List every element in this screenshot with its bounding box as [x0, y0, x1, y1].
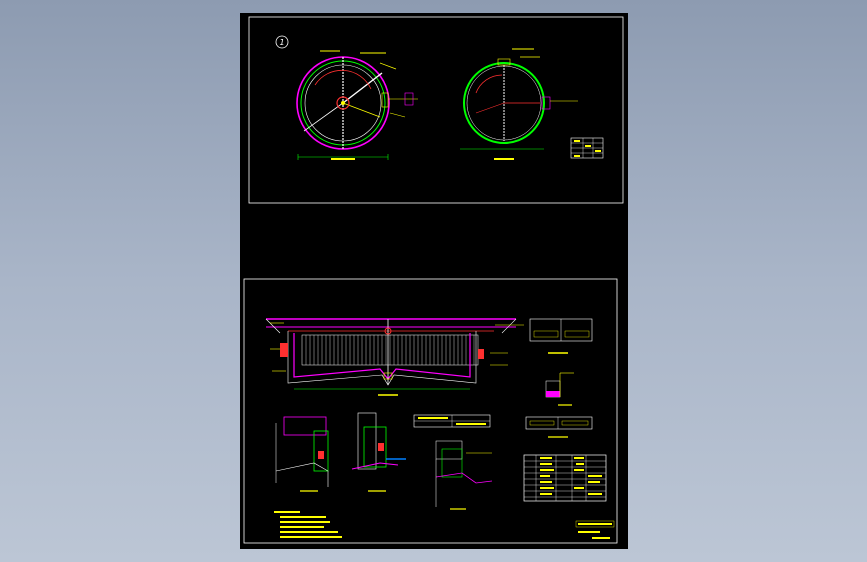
notes-block [274, 511, 342, 538]
bom-table [523, 454, 607, 502]
right-circular-plan [460, 48, 578, 160]
detail-table-middle [413, 414, 491, 428]
detail-d [525, 416, 593, 438]
detail-top-right [529, 318, 593, 354]
drawing-sheet[interactable]: 1 [240, 13, 628, 549]
detail-b [351, 412, 406, 492]
cad-drawing: 1 [243, 16, 624, 544]
plan-frame [248, 16, 624, 204]
main-section [265, 318, 524, 396]
detail-a [275, 416, 329, 492]
detail-c [435, 440, 493, 510]
plan-table [570, 137, 604, 159]
section-frame [243, 278, 618, 544]
plan-marker: 1 [275, 35, 289, 49]
detail-middle-right [545, 372, 574, 406]
title-block [575, 520, 615, 539]
left-circular-plan [296, 50, 418, 160]
plan-marker-label: 1 [279, 38, 284, 47]
